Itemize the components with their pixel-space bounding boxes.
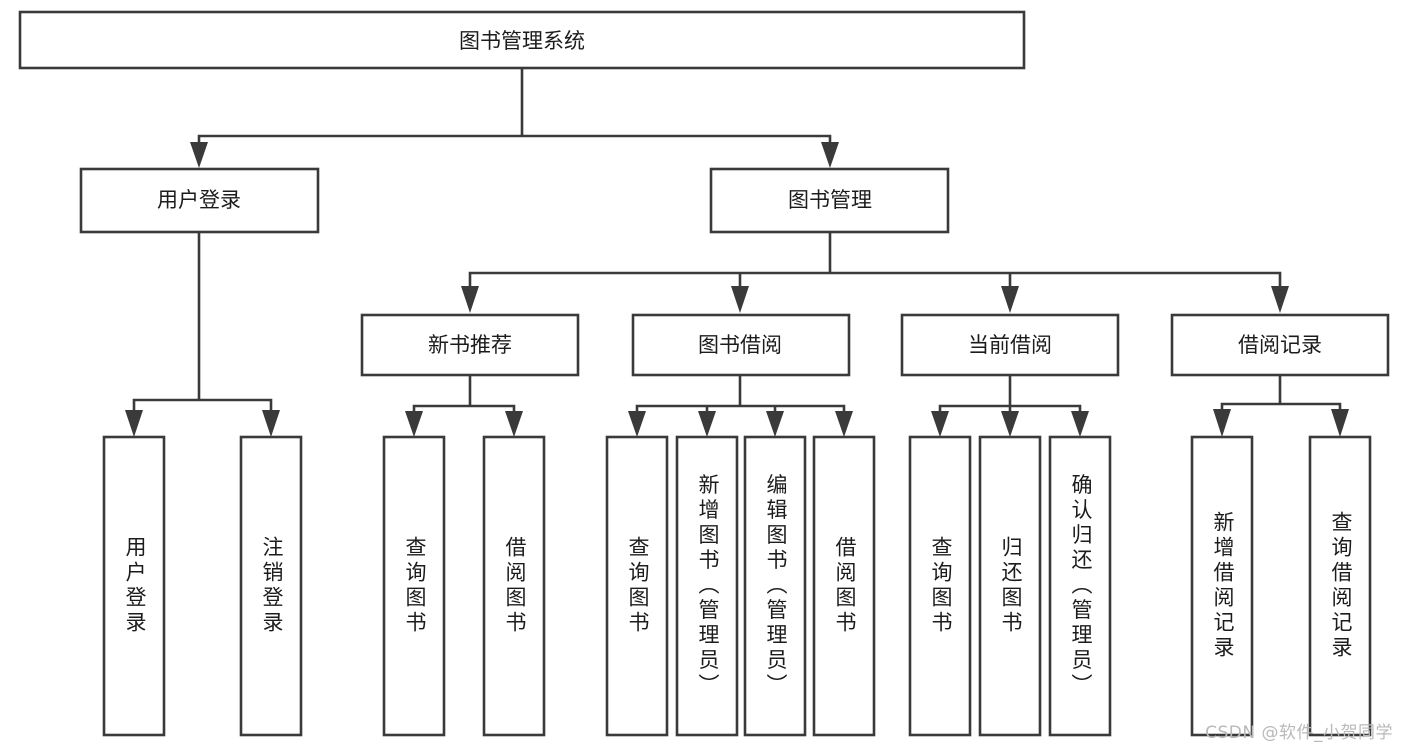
arrow-icon-to-userlogin bbox=[190, 142, 208, 168]
leaf-node-borrow-edit-book[interactable]: 编辑图书（管理员） bbox=[743, 435, 807, 737]
arrowhead-layer bbox=[125, 142, 1349, 437]
arrow-icon-to-leaf-7 bbox=[766, 411, 784, 437]
node-book-manage[interactable]: 图书管理 bbox=[709, 167, 950, 234]
leaf-node-current-return-book-box bbox=[978, 435, 1042, 737]
leaf-node-user-login-box bbox=[102, 435, 166, 737]
leaf-node-newbook-query-book-box bbox=[382, 435, 446, 737]
node-user-login-label: 用户登录 bbox=[157, 188, 241, 212]
leaf-node-current-return-book[interactable]: 归还图书 bbox=[978, 435, 1042, 737]
arrow-icon-to-leaf-9 bbox=[931, 411, 949, 437]
leaf-node-newbook-query-book[interactable]: 查询图书 bbox=[382, 435, 446, 737]
leaf-node-newbook-borrow-book-box bbox=[482, 435, 546, 737]
leaf-node-newbook-query-book-label: 查询图书 bbox=[403, 536, 427, 636]
node-current-borrow[interactable]: 当前借阅 bbox=[900, 313, 1120, 377]
leaf-node-record-query-box bbox=[1308, 435, 1372, 737]
connector-root-to-level2 bbox=[197, 66, 832, 160]
arrow-icon-to-leaf-12 bbox=[1213, 409, 1231, 437]
arrow-icon-to-leaf-6 bbox=[698, 411, 716, 437]
leaf-node-newbook-borrow-book[interactable]: 借阅图书 bbox=[482, 435, 546, 737]
leaf-node-current-query-book[interactable]: 查询图书 bbox=[908, 435, 972, 737]
node-book-borrow-box bbox=[631, 313, 851, 377]
leaf-node-record-query[interactable]: 查询借阅记录 bbox=[1308, 435, 1372, 737]
leaf-node-current-return-book-label: 归还图书 bbox=[999, 536, 1023, 636]
arrow-icon-to-leaf-2 bbox=[262, 410, 280, 437]
arrow-icon-to-newbook bbox=[461, 286, 479, 313]
node-current-borrow-label: 当前借阅 bbox=[968, 333, 1052, 357]
leaf-node-logout-box bbox=[239, 435, 303, 737]
arrow-icon-to-leaf-13 bbox=[1331, 409, 1349, 437]
leaf-node-newbook-borrow-book-label: 借阅图书 bbox=[503, 536, 527, 636]
arrow-icon-to-leaf-11 bbox=[1071, 411, 1089, 437]
arrow-icon-to-currentborrow bbox=[1001, 286, 1019, 313]
leaf-node-borrow-add-book-label: 新增图书（管理员） bbox=[696, 474, 720, 699]
connector-bookborrow-to-leaves bbox=[635, 373, 846, 424]
arrow-icon-to-leaf-5 bbox=[628, 411, 646, 437]
leaf-node-current-query-book-label: 查询图书 bbox=[929, 536, 953, 636]
arrow-icon-to-borrowrecord bbox=[1271, 286, 1289, 313]
leaf-node-record-query-label: 查询借阅记录 bbox=[1329, 511, 1353, 661]
arrow-icon-to-leaf-4 bbox=[505, 411, 523, 437]
leaf-node-user-login-label: 用户登录 bbox=[123, 536, 147, 636]
node-new-book-recommend-box bbox=[360, 313, 580, 377]
node-current-borrow-box bbox=[900, 313, 1120, 377]
node-borrow-record[interactable]: 借阅记录 bbox=[1170, 313, 1390, 377]
leaf-node-current-query-book-box bbox=[908, 435, 972, 737]
node-user-login-box bbox=[79, 167, 320, 234]
leaf-node-borrow-borrow-book-box bbox=[812, 435, 876, 737]
node-book-manage-label: 图书管理 bbox=[788, 188, 872, 212]
leaf-node-borrow-borrow-book-label: 借阅图书 bbox=[833, 536, 857, 636]
connector-newbook-to-leaves bbox=[412, 373, 516, 424]
leaf-node-current-confirm-return-box bbox=[1048, 435, 1112, 737]
leaf-node-borrow-add-book[interactable]: 新增图书（管理员） bbox=[675, 435, 739, 737]
node-user-login[interactable]: 用户登录 bbox=[79, 167, 320, 234]
node-root-box bbox=[18, 10, 1026, 70]
leaf-node-current-confirm-return-label: 确认归还（管理员） bbox=[1069, 474, 1093, 699]
leaf-node-borrow-add-book-box bbox=[675, 435, 739, 737]
node-borrow-record-label: 借阅记录 bbox=[1238, 333, 1322, 357]
node-root-system[interactable]: 图书管理系统 bbox=[18, 10, 1026, 70]
csdn-watermark: CSDN @软件_小贺同学 bbox=[1205, 723, 1393, 743]
arrow-icon-to-leaf-3 bbox=[405, 411, 423, 437]
connector-bookmanage-to-level3 bbox=[468, 230, 1282, 301]
leaf-node-record-add[interactable]: 新增借阅记录 bbox=[1190, 435, 1254, 737]
node-book-borrow-label: 图书借阅 bbox=[698, 333, 782, 357]
leaf-node-borrow-edit-book-label: 编辑图书（管理员） bbox=[764, 474, 788, 699]
arrow-icon-to-bookmanage bbox=[821, 142, 839, 168]
leaf-node-borrow-edit-book-box bbox=[743, 435, 807, 737]
arrow-icon-to-leaf-1 bbox=[125, 410, 143, 437]
leaf-node-borrow-query-book[interactable]: 查询图书 bbox=[605, 435, 669, 737]
leaf-node-logout[interactable]: 注销登录 bbox=[239, 435, 303, 737]
connector-userlogin-to-leaves bbox=[132, 230, 273, 424]
leaf-node-logout-label: 注销登录 bbox=[260, 536, 284, 636]
leaf-node-borrow-query-book-label: 查询图书 bbox=[626, 536, 650, 636]
node-book-borrow[interactable]: 图书借阅 bbox=[631, 313, 851, 377]
connector-borrowrecord-to-leaves bbox=[1220, 373, 1342, 424]
leaf-node-borrow-query-book-box bbox=[605, 435, 669, 737]
arrow-icon-to-bookborrow bbox=[731, 286, 749, 313]
leaf-node-record-add-label: 新增借阅记录 bbox=[1211, 511, 1235, 661]
node-new-book-recommend[interactable]: 新书推荐 bbox=[360, 313, 580, 377]
arrow-icon-to-leaf-10 bbox=[1001, 411, 1019, 437]
leaf-node-user-login[interactable]: 用户登录 bbox=[102, 435, 166, 737]
node-root-label: 图书管理系统 bbox=[459, 29, 585, 53]
node-book-manage-box bbox=[709, 167, 950, 234]
node-new-book-recommend-label: 新书推荐 bbox=[428, 333, 512, 357]
leaf-node-record-add-box bbox=[1190, 435, 1254, 737]
leaf-node-current-confirm-return[interactable]: 确认归还（管理员） bbox=[1048, 435, 1112, 737]
node-borrow-record-box bbox=[1170, 313, 1390, 377]
arrow-icon-to-leaf-8 bbox=[835, 411, 853, 437]
leaf-node-borrow-borrow-book[interactable]: 借阅图书 bbox=[812, 435, 876, 737]
